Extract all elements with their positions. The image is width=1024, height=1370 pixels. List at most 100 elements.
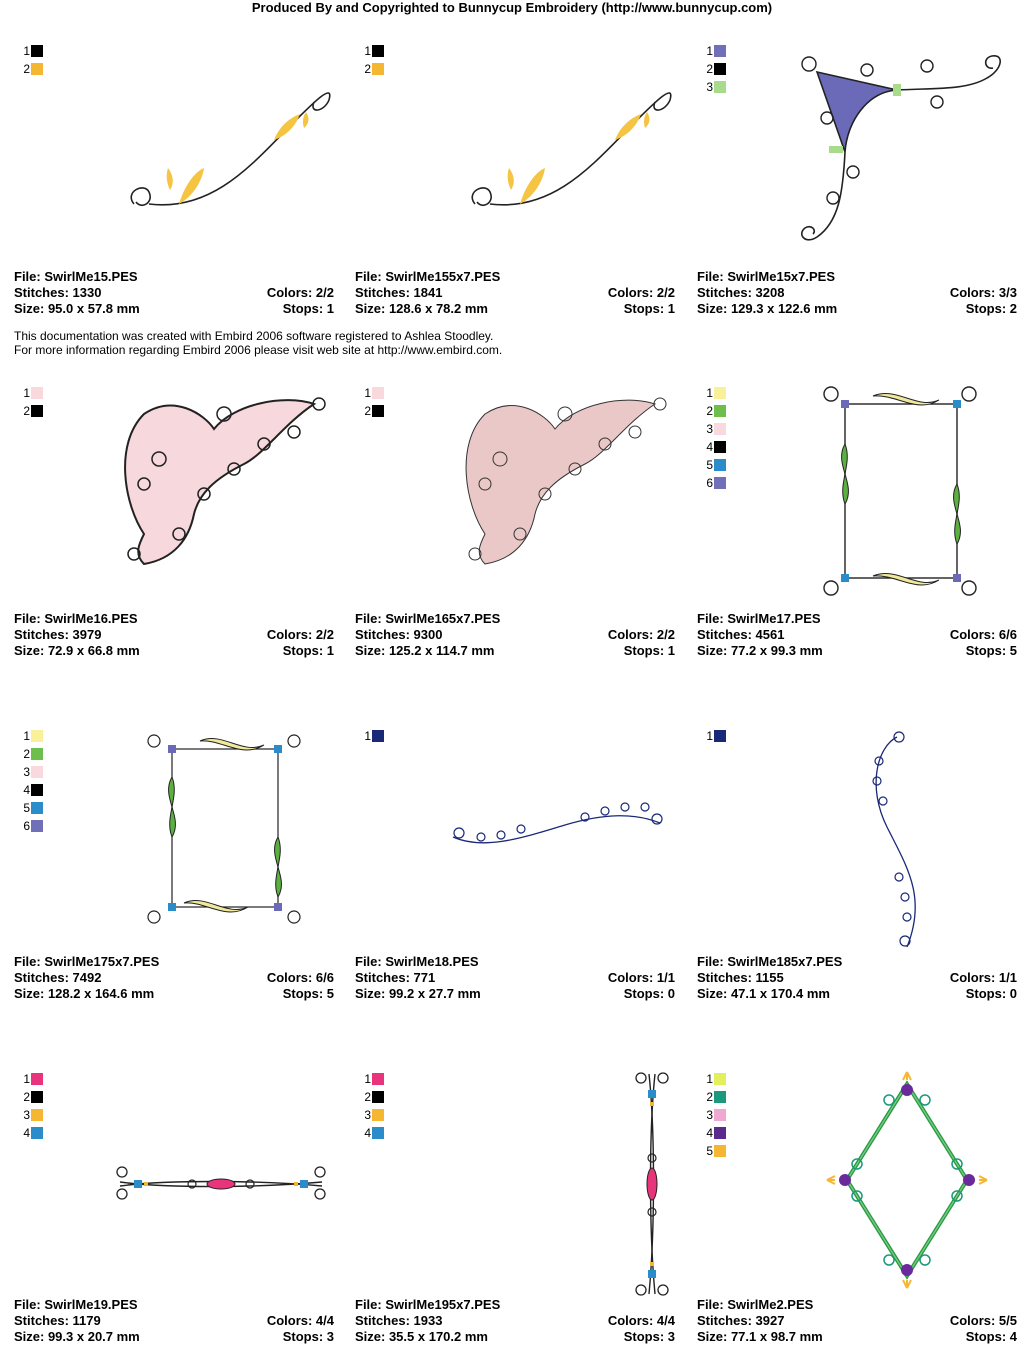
design-card: 1 2 3 File: SwirlMe15x7.PES Stitches: 32… <box>697 16 1017 336</box>
info-row-stitches: Stitches: 3927 Colors: 5/5 <box>697 1313 1017 1329</box>
info-row-size: Size: 72.9 x 66.8 mm Stops: 1 <box>14 643 334 659</box>
color-swatch <box>372 387 384 399</box>
file-name: File: SwirlMe18.PES <box>355 954 479 969</box>
stop-count: Stops: 1 <box>282 301 334 316</box>
legend-number: 2 <box>706 1090 713 1104</box>
legend-entry: 1 <box>703 384 726 402</box>
legend-entry: 2 <box>20 1088 43 1106</box>
color-count: Colors: 1/1 <box>607 970 675 985</box>
embroidery-design-image <box>147 734 301 924</box>
file-name: File: SwirlMe15x7.PES <box>697 269 836 284</box>
stitch-count: Stitches: 1179 <box>14 1313 101 1328</box>
design-info: File: SwirlMe17.PES Stitches: 4561 Color… <box>697 611 1017 659</box>
color-count: Colors: 1/1 <box>949 970 1017 985</box>
design-card: 1 File: SwirlMe185x7.PES Stitches: 1155 … <box>697 701 1017 1021</box>
design-card: 1 2 File: SwirlMe15.PES Stitches: 1330 C… <box>14 16 334 336</box>
design-size: Size: 77.2 x 99.3 mm <box>697 643 823 658</box>
info-row-stitches: Stitches: 1179 Colors: 4/4 <box>14 1313 334 1329</box>
embroidery-design-image <box>124 397 326 566</box>
design-info: File: SwirlMe185x7.PES Stitches: 1155 Co… <box>697 954 1017 1002</box>
color-swatch <box>31 748 43 760</box>
embroidery-design-image <box>801 55 1001 241</box>
stop-count: Stops: 5 <box>965 643 1017 658</box>
legend-number: 1 <box>364 729 371 743</box>
design-card: 1 2 3 4 File: SwirlMe195x7.PES Stitches:… <box>355 1044 675 1364</box>
legend-number: 3 <box>706 422 713 436</box>
legend-number: 4 <box>23 783 30 797</box>
legend-number: 1 <box>23 44 30 58</box>
legend-entry: 4 <box>20 1124 43 1142</box>
color-count: Colors: 6/6 <box>266 970 334 985</box>
stop-count: Stops: 4 <box>965 1329 1017 1344</box>
color-swatch <box>714 1127 726 1139</box>
design-info: File: SwirlMe18.PES Stitches: 771 Colors… <box>355 954 675 1002</box>
design-info: File: SwirlMe155x7.PES Stitches: 1841 Co… <box>355 269 675 317</box>
color-swatch <box>31 63 43 75</box>
design-info: File: SwirlMe19.PES Stitches: 1179 Color… <box>14 1297 334 1345</box>
info-row-size: Size: 129.3 x 122.6 mm Stops: 2 <box>697 301 1017 317</box>
legend-number: 3 <box>23 1108 30 1122</box>
design-size: Size: 35.5 x 170.2 mm <box>355 1329 488 1344</box>
info-row-size: Size: 99.2 x 27.7 mm Stops: 0 <box>355 986 675 1002</box>
color-swatch <box>372 1109 384 1121</box>
stitch-count: Stitches: 9300 <box>355 627 443 642</box>
color-count: Colors: 2/2 <box>607 627 675 642</box>
legend-entry: 3 <box>703 78 726 96</box>
legend-entry: 5 <box>703 456 726 474</box>
color-legend: 1 2 3 4 5 6 <box>20 727 43 835</box>
legend-number: 1 <box>364 1072 371 1086</box>
file-name: File: SwirlMe185x7.PES <box>697 954 843 969</box>
legend-entry: 1 <box>703 42 726 60</box>
software-notice: This documentation was created with Embi… <box>14 329 502 357</box>
info-row-size: Size: 77.2 x 99.3 mm Stops: 5 <box>697 643 1017 659</box>
color-swatch <box>714 730 726 742</box>
color-legend: 1 2 <box>20 42 43 78</box>
design-info: File: SwirlMe165x7.PES Stitches: 9300 Co… <box>355 611 675 659</box>
legend-entry: 4 <box>703 438 726 456</box>
design-card: 1 2 3 4 5 6 File: SwirlMe175x <box>14 701 334 1021</box>
color-swatch <box>31 730 43 742</box>
file-name: File: SwirlMe15.PES <box>14 269 138 284</box>
legend-number: 3 <box>23 765 30 779</box>
info-row-size: Size: 125.2 x 114.7 mm Stops: 1 <box>355 643 675 659</box>
embroidery-design-image <box>130 92 331 207</box>
design-size: Size: 125.2 x 114.7 mm <box>355 643 495 658</box>
legend-number: 2 <box>23 404 30 418</box>
design-card: 1 2 3 4 File: SwirlMe19.PES Stitches: 11… <box>14 1044 334 1364</box>
design-card: 1 2 3 4 5 File: SwirlM <box>697 1044 1017 1364</box>
legend-entry: 1 <box>361 727 384 745</box>
legend-number: 5 <box>23 801 30 815</box>
legend-entry: 3 <box>703 420 726 438</box>
color-swatch <box>714 1073 726 1085</box>
stop-count: Stops: 3 <box>282 1329 334 1344</box>
color-legend: 1 2 <box>20 384 43 420</box>
info-row-stitches: Stitches: 9300 Colors: 2/2 <box>355 627 675 643</box>
legend-entry: 3 <box>20 763 43 781</box>
legend-entry: 1 <box>20 384 43 402</box>
legend-number: 5 <box>706 458 713 472</box>
legend-entry: 5 <box>20 799 43 817</box>
color-legend: 1 2 3 <box>703 42 726 96</box>
embroidery-design-image <box>823 386 977 596</box>
color-swatch <box>31 405 43 417</box>
design-size: Size: 128.6 x 78.2 mm <box>355 301 488 316</box>
stitch-count: Stitches: 771 <box>355 970 436 985</box>
info-row-stitches: Stitches: 1841 Colors: 2/2 <box>355 285 675 301</box>
color-count: Colors: 4/4 <box>607 1313 675 1328</box>
color-swatch <box>372 1127 384 1139</box>
legend-number: 1 <box>23 386 30 400</box>
color-legend: 1 <box>703 727 726 745</box>
stop-count: Stops: 1 <box>623 301 675 316</box>
color-swatch <box>714 1145 726 1157</box>
legend-number: 4 <box>364 1126 371 1140</box>
legend-entry: 1 <box>703 1070 726 1088</box>
color-swatch <box>31 45 43 57</box>
legend-number: 3 <box>364 1108 371 1122</box>
legend-number: 2 <box>364 404 371 418</box>
stop-count: Stops: 5 <box>282 986 334 1001</box>
info-row-stitches: Stitches: 1330 Colors: 2/2 <box>14 285 334 301</box>
notice-line-1: This documentation was created with Embi… <box>14 329 494 343</box>
legend-number: 2 <box>23 747 30 761</box>
legend-entry: 1 <box>703 727 726 745</box>
color-count: Colors: 4/4 <box>266 1313 334 1328</box>
